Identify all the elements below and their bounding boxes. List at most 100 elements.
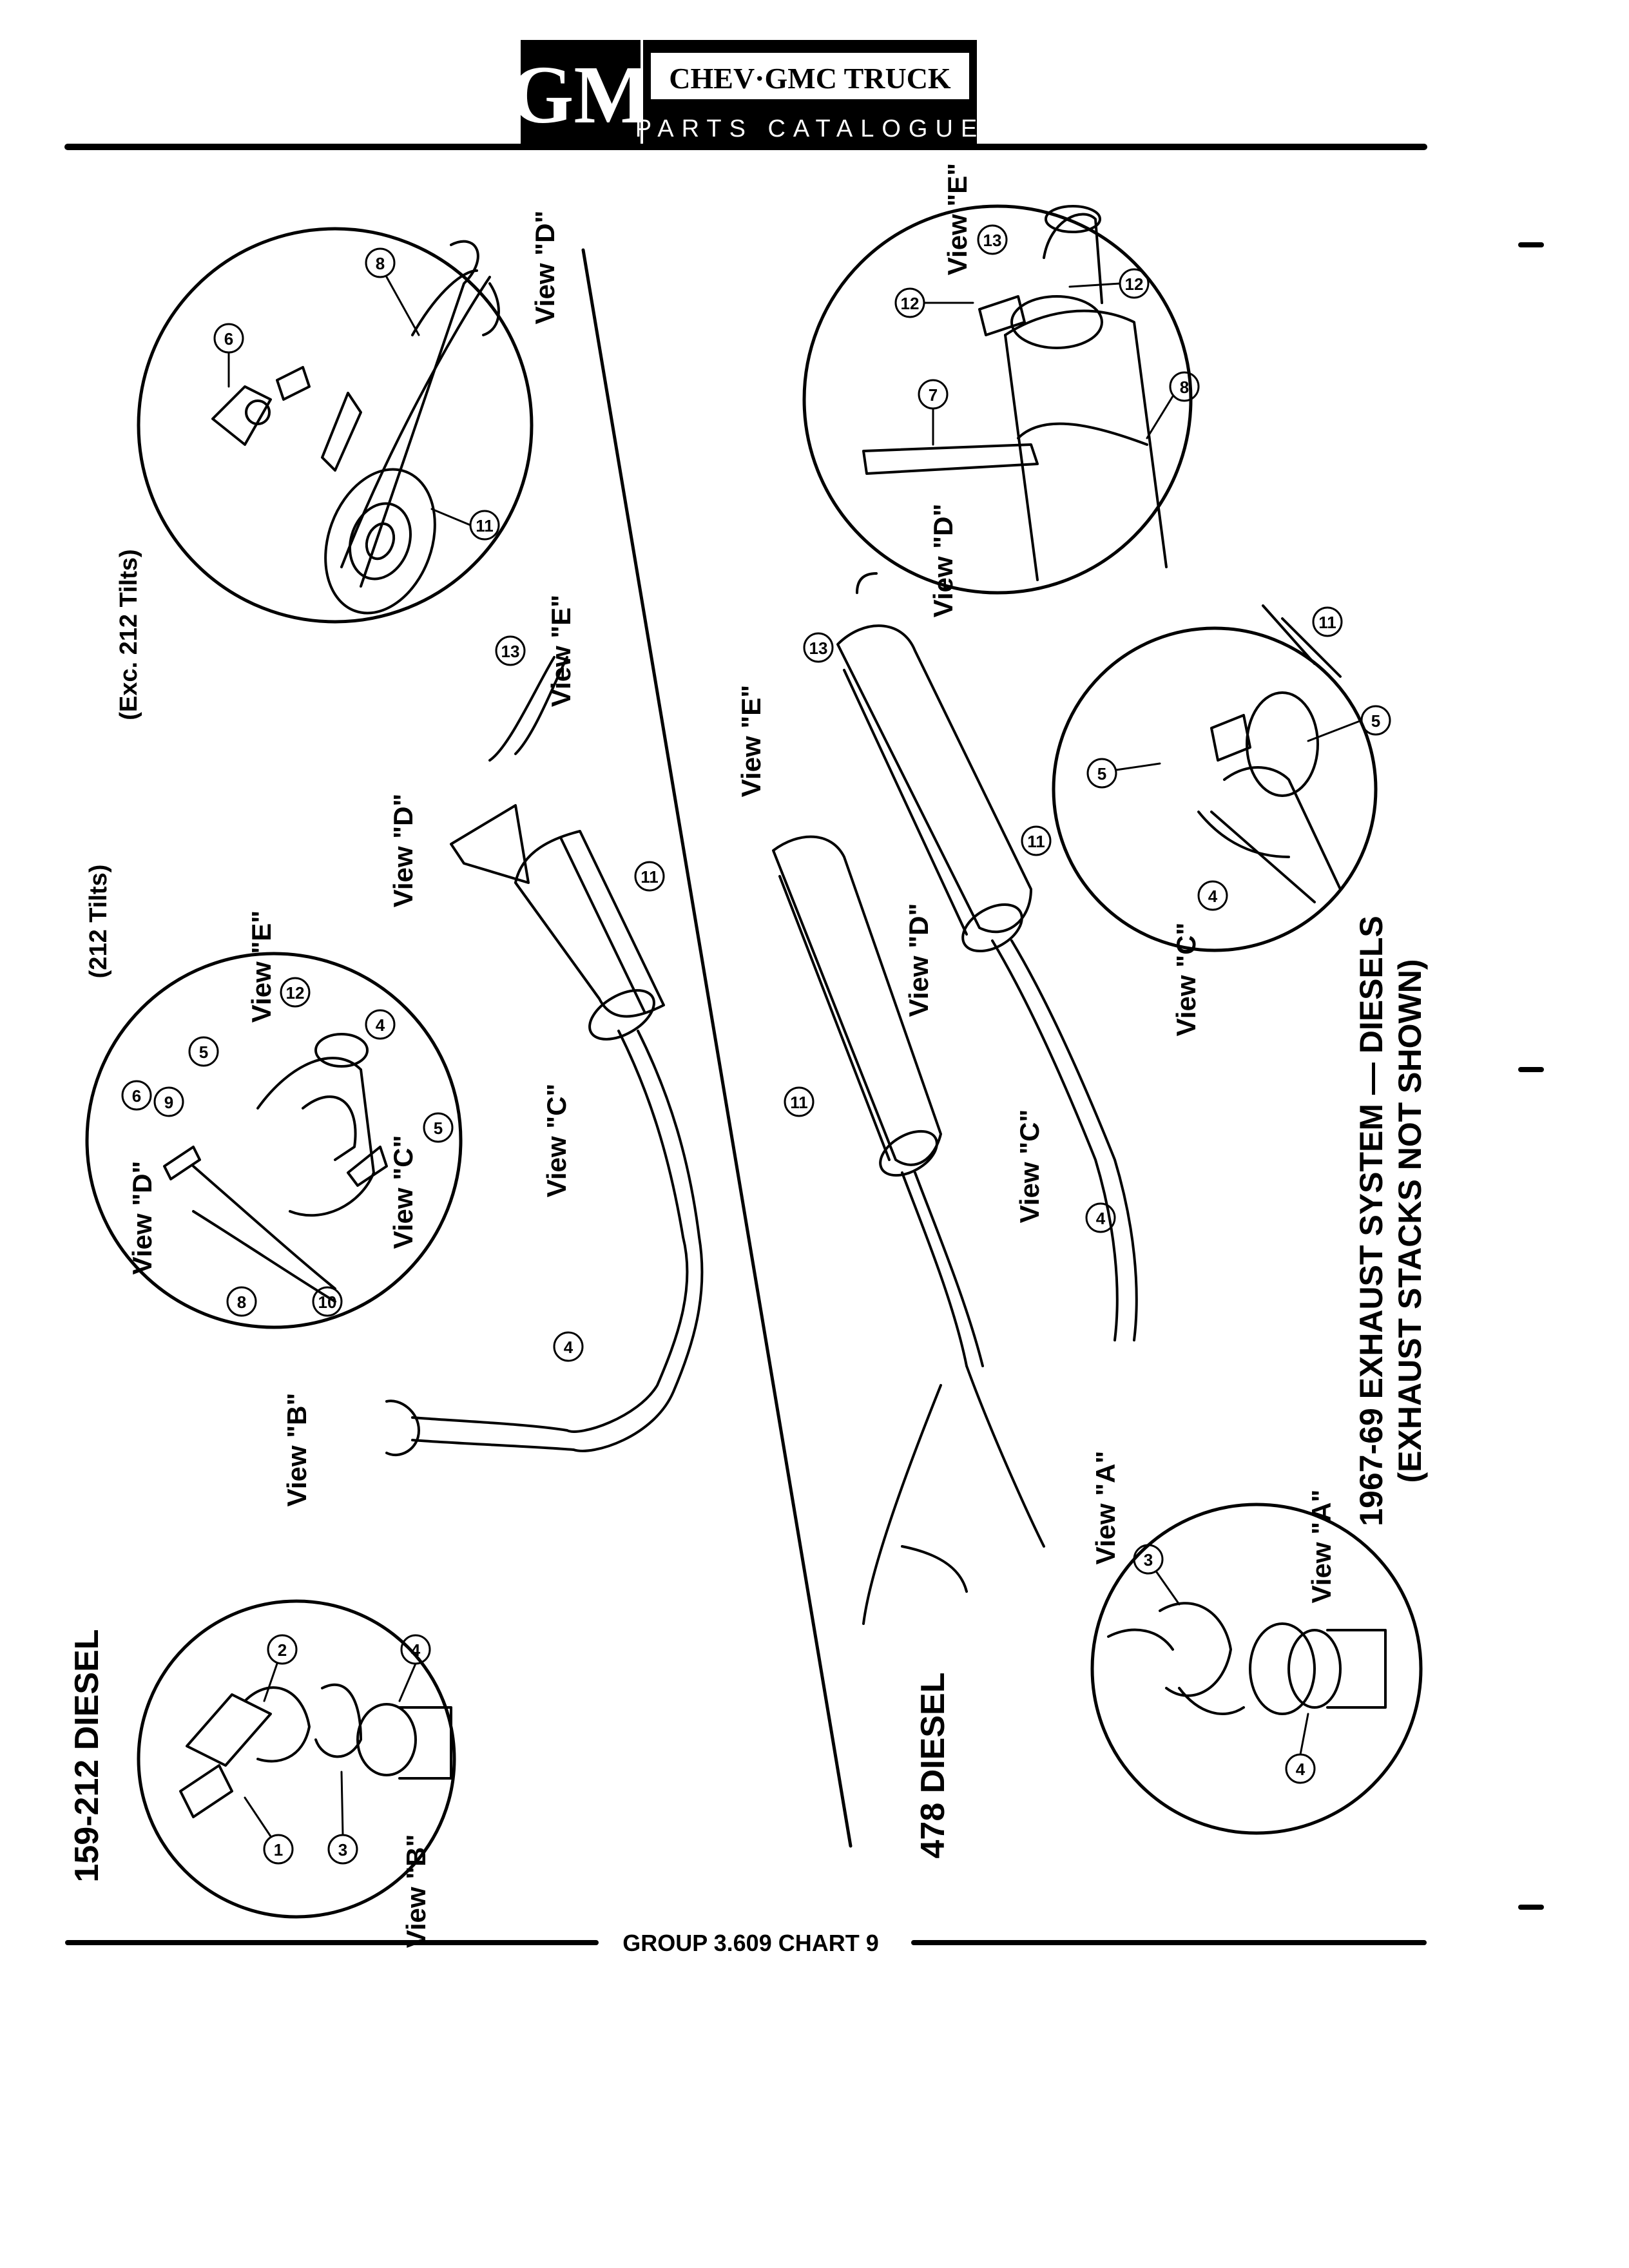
margin-marks — [1518, 242, 1544, 1910]
svg-text:5: 5 — [199, 1043, 208, 1062]
callout-4-a-circle: 4 — [1285, 1713, 1316, 1784]
header: GM CHEV·GMC TRUCK PARTS CATALOGUE — [64, 40, 1427, 150]
footer: GROUP 3.609 CHART 9 — [65, 1930, 1427, 1956]
view-e-label-left-main: View "E" — [546, 595, 576, 707]
svg-text:12: 12 — [286, 983, 305, 1003]
svg-text:4: 4 — [564, 1338, 574, 1357]
view-e-detail-212-tilts: 6 9 5 12 4 5 8 10 — [85, 952, 463, 1329]
callout-11-c: 11 — [1312, 606, 1343, 637]
svg-text:9: 9 — [164, 1093, 173, 1112]
left-system-label: 159-212 DIESEL — [68, 1629, 106, 1882]
svg-text:4: 4 — [1296, 1760, 1306, 1779]
view-d-label-right-main: View "D" — [903, 903, 934, 1017]
view-a-label-bottom: View "A" — [1306, 1490, 1336, 1604]
svg-text:1: 1 — [274, 1840, 283, 1860]
svg-text:3: 3 — [338, 1840, 347, 1860]
callout-3-b: 3 — [327, 1771, 358, 1865]
svg-text:6: 6 — [132, 1086, 141, 1106]
callout-5-c-left: 5 — [1086, 758, 1161, 789]
svg-text:11: 11 — [476, 516, 494, 535]
center-divider — [581, 248, 853, 1848]
svg-text:5: 5 — [434, 1119, 443, 1138]
callout-13-right-main: 13 — [803, 632, 834, 663]
svg-text:13: 13 — [809, 639, 828, 658]
callout-8-e: 8 — [1146, 371, 1200, 439]
view-e-label-top-right: View "E" — [942, 163, 972, 275]
view-c-detail: 11 5 5 4 — [1052, 604, 1391, 952]
header-title: CHEV·GMC TRUCK — [669, 62, 951, 95]
svg-text:4: 4 — [411, 1640, 421, 1660]
view-c-label-right-main: View "C" — [1014, 1110, 1045, 1224]
view-d-label-left-main: View "D" — [388, 794, 418, 908]
main-subtitle: (EXHAUST STACKS NOT SHOWN) — [1392, 959, 1428, 1483]
callout-6: 6 — [213, 323, 244, 388]
callout-3-a: 3 — [1133, 1544, 1181, 1606]
callout-7: 7 — [918, 379, 949, 446]
gm-logo: GM — [510, 49, 651, 140]
svg-text:6: 6 — [224, 329, 233, 349]
svg-text:7: 7 — [929, 385, 938, 405]
svg-text:4: 4 — [376, 1015, 385, 1035]
svg-text:11: 11 — [790, 1093, 808, 1112]
callout-4-b: 4 — [398, 1634, 431, 1702]
callout-9: 9 — [153, 1086, 184, 1117]
callout-8-left: 8 — [226, 1286, 257, 1317]
right-system-label: 478 DIESEL — [914, 1672, 952, 1858]
right-exhaust-assembly — [772, 572, 1138, 1625]
svg-text:13: 13 — [983, 231, 1002, 250]
callout-12-left: 12 — [280, 977, 311, 1008]
svg-text:13: 13 — [501, 642, 520, 661]
callout-5-b: 5 — [423, 1112, 454, 1143]
svg-text:4: 4 — [1096, 1209, 1106, 1228]
view-d-label-top-left: View "D" — [530, 211, 560, 325]
svg-text:2: 2 — [278, 1640, 287, 1660]
view-d-label-right: View "D" — [928, 504, 958, 618]
svg-text:11: 11 — [641, 867, 659, 887]
view-d-label-left-circle: View "D" — [127, 1161, 157, 1275]
callout-10: 10 — [312, 1286, 343, 1317]
callout-4-a: 4 — [365, 1009, 396, 1040]
callout-4-left-main: 4 — [553, 1331, 584, 1362]
view-c-label-left-main: View "C" — [541, 1084, 572, 1198]
note-exc-212-tilts: (Exc. 212 Tilts) — [115, 549, 142, 720]
view-e-label-right-main: View "E" — [736, 685, 766, 797]
view-c-label-left-circle: View "C" — [388, 1135, 418, 1249]
callout-5-c-right: 5 — [1307, 705, 1391, 742]
callout-11-left-main: 11 — [634, 861, 665, 892]
svg-text:12: 12 — [901, 294, 920, 313]
view-e-label-left-circle: View "E" — [246, 910, 276, 1023]
svg-text:8: 8 — [237, 1293, 246, 1312]
main-title: 1967-69 EXHAUST SYSTEM — DIESELS — [1353, 916, 1389, 1526]
view-e-detail-478: 13 12 12 7 8 — [802, 204, 1200, 595]
left-exhaust-assembly — [385, 656, 704, 1457]
svg-text:10: 10 — [318, 1293, 337, 1312]
gm-logo-box — [521, 40, 641, 147]
svg-text:8: 8 — [1180, 378, 1189, 397]
view-c-label-right-circle: View "C" — [1171, 923, 1201, 1037]
svg-text:12: 12 — [1125, 274, 1144, 294]
callout-11: 11 — [430, 508, 500, 541]
view-d-detail-exc-212: 6 8 11 — [137, 227, 534, 624]
svg-text:4: 4 — [1208, 887, 1218, 906]
callout-4-right-main: 4 — [1085, 1202, 1116, 1233]
svg-text:5: 5 — [1371, 711, 1380, 731]
callout-13-left-main: 13 — [495, 635, 526, 666]
callout-8: 8 — [365, 247, 420, 336]
header-subtitle: PARTS CATALOGUE — [635, 115, 985, 142]
svg-text:8: 8 — [376, 254, 385, 273]
callout-12-e-right: 12 — [1068, 268, 1150, 299]
view-b-detail: 2 4 1 3 — [137, 1599, 456, 1919]
callout-12-e-left: 12 — [894, 287, 974, 318]
callout-4-c: 4 — [1197, 880, 1228, 911]
svg-text:3: 3 — [1144, 1550, 1153, 1570]
callout-1: 1 — [244, 1796, 294, 1865]
callout-11-right-bottom: 11 — [784, 1086, 815, 1117]
view-a-label-right-main: View "A" — [1090, 1451, 1121, 1565]
callout-2: 2 — [263, 1634, 298, 1702]
svg-text:5: 5 — [1097, 764, 1106, 783]
svg-text:11: 11 — [1318, 613, 1336, 632]
note-212-tilts: (212 Tilts) — [85, 865, 112, 979]
callout-13-e: 13 — [977, 224, 1008, 255]
callout-5-a: 5 — [188, 1036, 219, 1067]
